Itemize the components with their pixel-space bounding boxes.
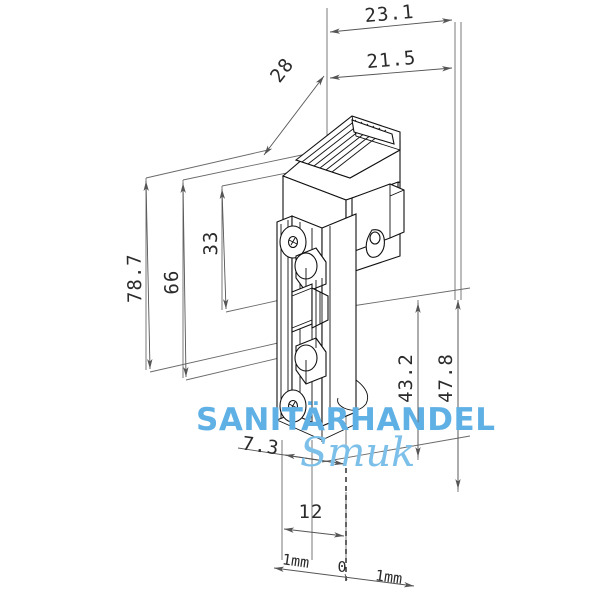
scale-label-center: 0 (337, 558, 346, 576)
product-door-strike (276, 115, 405, 442)
dimension-43-2: 43.2 (395, 303, 421, 457)
dimension-label-23-1: 23.1 (364, 1, 415, 27)
dimension-label-7-3: 7.3 (241, 433, 281, 460)
dimension-label-66: 66 (161, 269, 183, 294)
watermark: SANITÄRHANDEL Smuk (196, 402, 495, 476)
dimension-label-33: 33 (200, 230, 222, 255)
dimension-label-47-8: 47.8 (435, 353, 457, 403)
scale-bar: 1mm 0 1mm (273, 550, 415, 588)
dimension-47-8: 47.8 (435, 300, 461, 489)
dimension-78-7: 78.7 (124, 180, 153, 370)
dimension-label-78-7: 78.7 (124, 253, 147, 303)
dimension-label-21-5: 21.5 (366, 47, 417, 73)
dimension-21-5: 21.5 (329, 47, 453, 80)
watermark-line1: SANITÄRHANDEL (196, 402, 495, 438)
watermark-line2: Smuk (300, 430, 415, 476)
dimension-12: 12 (283, 501, 345, 538)
dimension-label-12: 12 (299, 501, 324, 523)
dimension-7-3: 7.3 (237, 433, 346, 466)
dimension-33: 33 (200, 188, 229, 310)
dimension-23-1: 23.1 (329, 1, 453, 34)
latch-keeper (291, 283, 313, 333)
dimension-66: 66 (161, 182, 189, 378)
dimension-label-43-2: 43.2 (395, 353, 417, 403)
scale-label-right: 1mm (374, 566, 403, 588)
wire-loop (343, 379, 369, 411)
scale-label-left: 1mm (281, 550, 310, 572)
